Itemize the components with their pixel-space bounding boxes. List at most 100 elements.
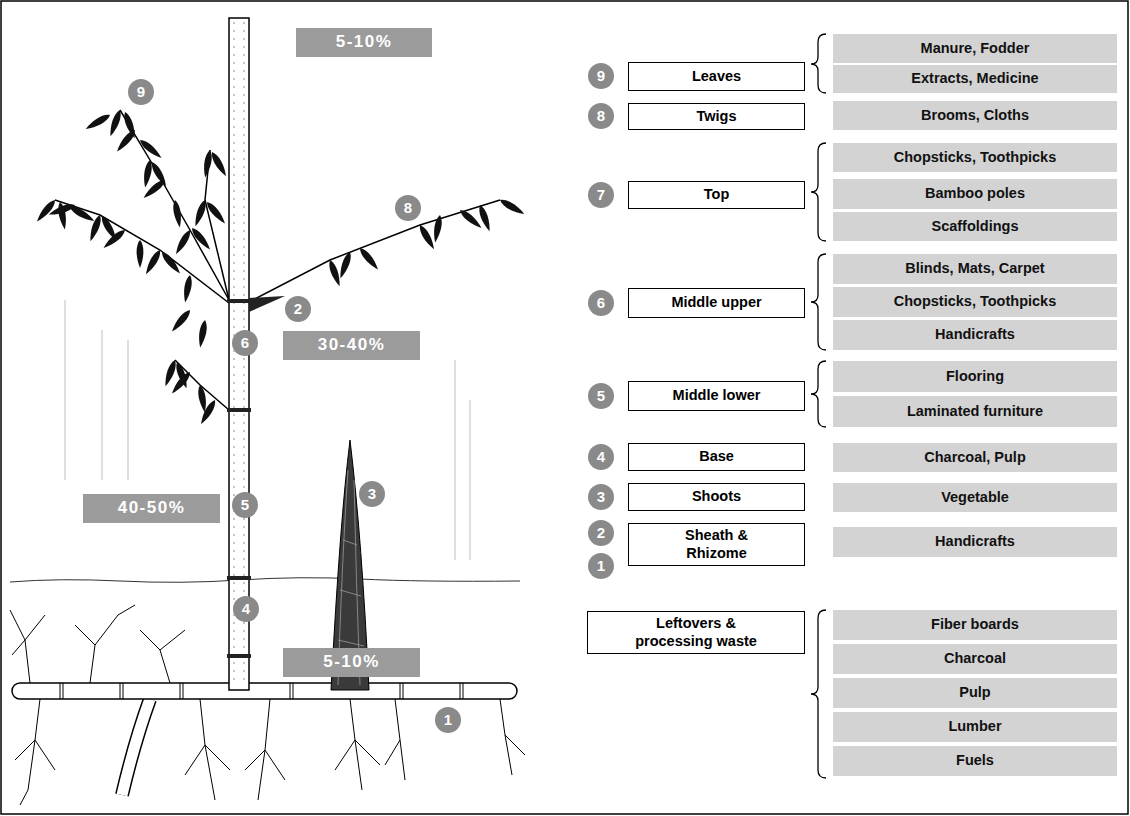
bamboo-leaf	[159, 250, 182, 276]
curly-bracket	[811, 361, 826, 427]
bamboo-leaf	[107, 109, 123, 138]
callout-number-text: 4	[242, 600, 250, 618]
use-text: Laminated furniture	[907, 403, 1043, 420]
part-box: Sheath & Rhizome	[628, 523, 805, 566]
use-text: Flooring	[946, 368, 1004, 385]
bamboo-leaf	[173, 228, 193, 256]
bamboo-leaf	[48, 202, 77, 218]
part-name: Leaves	[692, 68, 741, 85]
callout-number: 6	[232, 330, 258, 356]
callout-number-text: 8	[597, 107, 605, 125]
culm-node	[227, 654, 251, 658]
bamboo-leaf	[169, 308, 192, 334]
bamboo-leaf	[84, 112, 112, 132]
part-box: Base	[628, 443, 805, 471]
culm-sheath	[249, 296, 285, 312]
background-culm	[455, 360, 456, 560]
callout-circle-shape	[588, 553, 614, 579]
use-text: Manure, Fodder	[921, 40, 1030, 57]
callout-circle-shape	[588, 103, 614, 129]
leaves	[34, 109, 526, 426]
use-text: Lumber	[948, 718, 1001, 735]
percentage-text: 5-10%	[336, 32, 393, 52]
bamboo-leaf	[138, 137, 164, 160]
callout-circle-shape	[588, 444, 614, 470]
callout-number-text: 5	[241, 496, 249, 514]
bamboo-leaf	[198, 398, 218, 426]
bamboo-leaf	[162, 359, 178, 388]
use-box: Chopsticks, Toothpicks	[833, 287, 1117, 317]
callout-number: 4	[588, 444, 614, 470]
background-culms	[65, 300, 470, 560]
bamboo-leaf	[357, 246, 380, 272]
bamboo-leaf	[114, 128, 137, 154]
part-name: Middle lower	[673, 387, 761, 404]
callout-circle-shape	[285, 296, 311, 322]
use-text: Fiber boards	[931, 616, 1019, 633]
part-box: Shoots	[628, 483, 805, 511]
use-box: Scaffoldings	[833, 212, 1117, 241]
root	[75, 605, 135, 683]
callout-number-text: 6	[597, 294, 605, 312]
bamboo-leaf	[189, 226, 212, 252]
side-rhizome-outline	[122, 699, 150, 795]
callout-number: 6	[588, 290, 614, 316]
use-text: Scaffoldings	[931, 218, 1018, 235]
percentage-box: 5-10%	[296, 28, 432, 57]
root	[385, 699, 405, 780]
root	[335, 699, 380, 790]
bamboo-leaf	[197, 319, 209, 348]
bamboo-leaf	[141, 177, 167, 200]
bamboo-leaf	[87, 214, 103, 243]
part-name: Shoots	[692, 488, 741, 505]
callout-number-text: 1	[444, 711, 452, 729]
use-text: Charcoal, Pulp	[924, 449, 1026, 466]
use-box: Manure, Fodder	[833, 34, 1117, 63]
bamboo-leaf	[498, 197, 526, 217]
use-box: Fuels	[833, 746, 1117, 776]
use-text: Fuels	[956, 752, 994, 769]
percentage-text: 30-40%	[318, 335, 386, 355]
callout-number: 4	[233, 596, 259, 622]
use-box: Brooms, Cloths	[833, 101, 1117, 130]
callout-number-text: 3	[597, 488, 605, 506]
callout-circle-shape	[232, 330, 258, 356]
background-culm	[470, 400, 471, 560]
callout-number-text: 2	[597, 524, 605, 542]
callout-number: 9	[128, 79, 154, 105]
use-text: Chopsticks, Toothpicks	[894, 293, 1056, 310]
use-text: Charcoal	[944, 650, 1006, 667]
branch	[120, 110, 229, 300]
bamboo-leaf	[192, 199, 208, 228]
callout-number-text: 8	[404, 199, 412, 217]
callout-circle-shape	[588, 383, 614, 409]
callout-number-text: 5	[597, 387, 605, 405]
culm-node	[227, 299, 251, 303]
ground-line	[10, 578, 520, 583]
callout-number-text: 9	[137, 83, 145, 101]
bamboo-leaf	[337, 251, 353, 280]
callout-circle-shape	[588, 63, 614, 89]
callout-number: 3	[359, 481, 385, 507]
branches	[55, 110, 500, 410]
callout-number: 2	[285, 296, 311, 322]
background-culm	[128, 340, 129, 480]
callout-circle-shape	[359, 481, 385, 507]
rhizome	[12, 683, 517, 699]
callout-number-text: 6	[241, 334, 249, 352]
callout-circle-shape	[232, 492, 258, 518]
use-box: Flooring	[833, 361, 1117, 392]
callout-number: 1	[435, 707, 461, 733]
callout-number: 8	[395, 195, 421, 221]
bamboo-leaf	[101, 227, 127, 250]
callout-number: 5	[232, 492, 258, 518]
background-culm	[65, 300, 66, 480]
curly-bracket	[811, 610, 826, 778]
use-text: Vegetable	[941, 489, 1009, 506]
use-box: Bamboo poles	[833, 179, 1117, 209]
bamboo-leaf	[417, 223, 437, 251]
callout-number: 9	[588, 63, 614, 89]
bamboo-leaf	[204, 200, 227, 226]
callout-number-text: 7	[597, 186, 605, 204]
